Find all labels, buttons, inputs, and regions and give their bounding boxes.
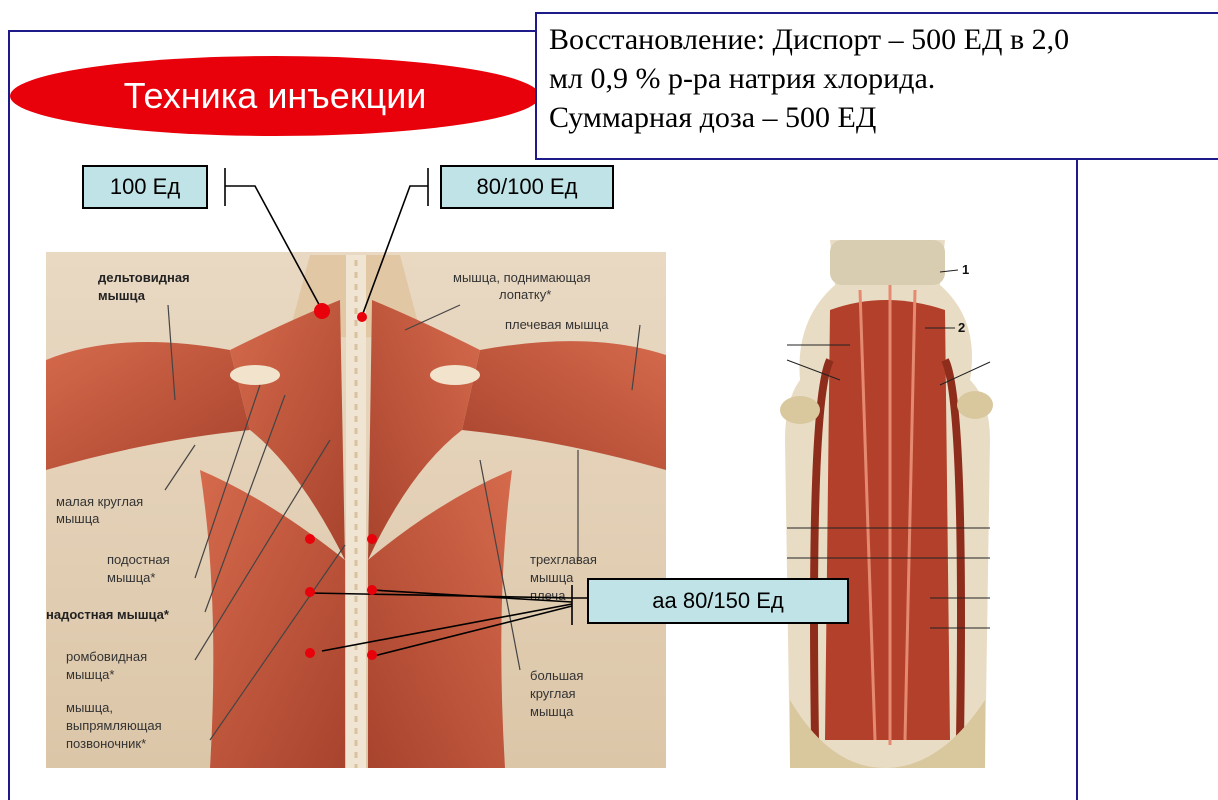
label-brachialis: плечевая мышца [505, 317, 609, 332]
reconstitution-info-box: Восстановление: Диспорт – 500 ЕД в 2,0 м… [535, 12, 1218, 160]
injection-point [357, 312, 367, 322]
label-teres-major-line2: круглая [530, 686, 576, 701]
title-banner: Техника инъекции [10, 56, 540, 136]
label-erector-line2: выпрямляющая [66, 718, 162, 733]
label-erector-line3: позвоночник* [66, 736, 146, 751]
dose-box-left-neck: 100 Ед [82, 165, 208, 209]
label-rhomboid-line2: мышца* [66, 667, 114, 682]
injection-point [305, 648, 315, 658]
label-levator-line1: мышца, поднимающая [453, 270, 591, 285]
reconstitution-line-3: Суммарная доза – 500 ЕД [549, 98, 1218, 137]
label-rhomboid-line1: ромбовидная [66, 649, 147, 664]
label-supraspinatus: надостная мышца* [46, 607, 170, 622]
injection-point [367, 534, 377, 544]
label-triceps-line1: трехглавая [530, 552, 597, 567]
label-teres-major-line1: большая [530, 668, 583, 683]
injection-point [314, 303, 330, 319]
dose-box-right-neck: 80/100 Ед [440, 165, 614, 209]
dose-box-back-points: аа 80/150 Ед [587, 578, 849, 624]
label-teres-minor-line2: мышца [56, 511, 100, 526]
label-deltoid-line2: мышца [98, 288, 146, 303]
label-infraspinatus-line2: мышца* [107, 570, 155, 585]
label-erector-line1: мышца, [66, 700, 113, 715]
deep-back-muscles-figure: 1 2 [780, 240, 993, 768]
label-levator-line2: лопатку* [499, 287, 551, 302]
label-triceps-line2: мышца [530, 570, 574, 585]
deep-label-2: 2 [958, 320, 965, 335]
label-infraspinatus-line1: подостная [107, 552, 170, 567]
dose-right-neck-label: 80/100 Ед [477, 174, 578, 200]
injection-point [367, 650, 377, 660]
injection-point [367, 585, 377, 595]
injection-point [305, 587, 315, 597]
injection-point [305, 534, 315, 544]
label-deltoid-line1: дельтовидная [98, 270, 190, 285]
page-title: Техника инъекции [124, 75, 427, 117]
label-teres-minor-line1: малая круглая [56, 494, 143, 509]
reconstitution-line-1: Восстановление: Диспорт – 500 ЕД в 2,0 [549, 20, 1218, 59]
reconstitution-line-2: мл 0,9 % р-ра натрия хлорида. [549, 59, 1218, 98]
dose-left-neck-label: 100 Ед [110, 174, 180, 200]
label-teres-major-line3: мышца [530, 704, 574, 719]
deep-label-1: 1 [962, 262, 969, 277]
dose-back-points-label: аа 80/150 Ед [652, 588, 784, 614]
